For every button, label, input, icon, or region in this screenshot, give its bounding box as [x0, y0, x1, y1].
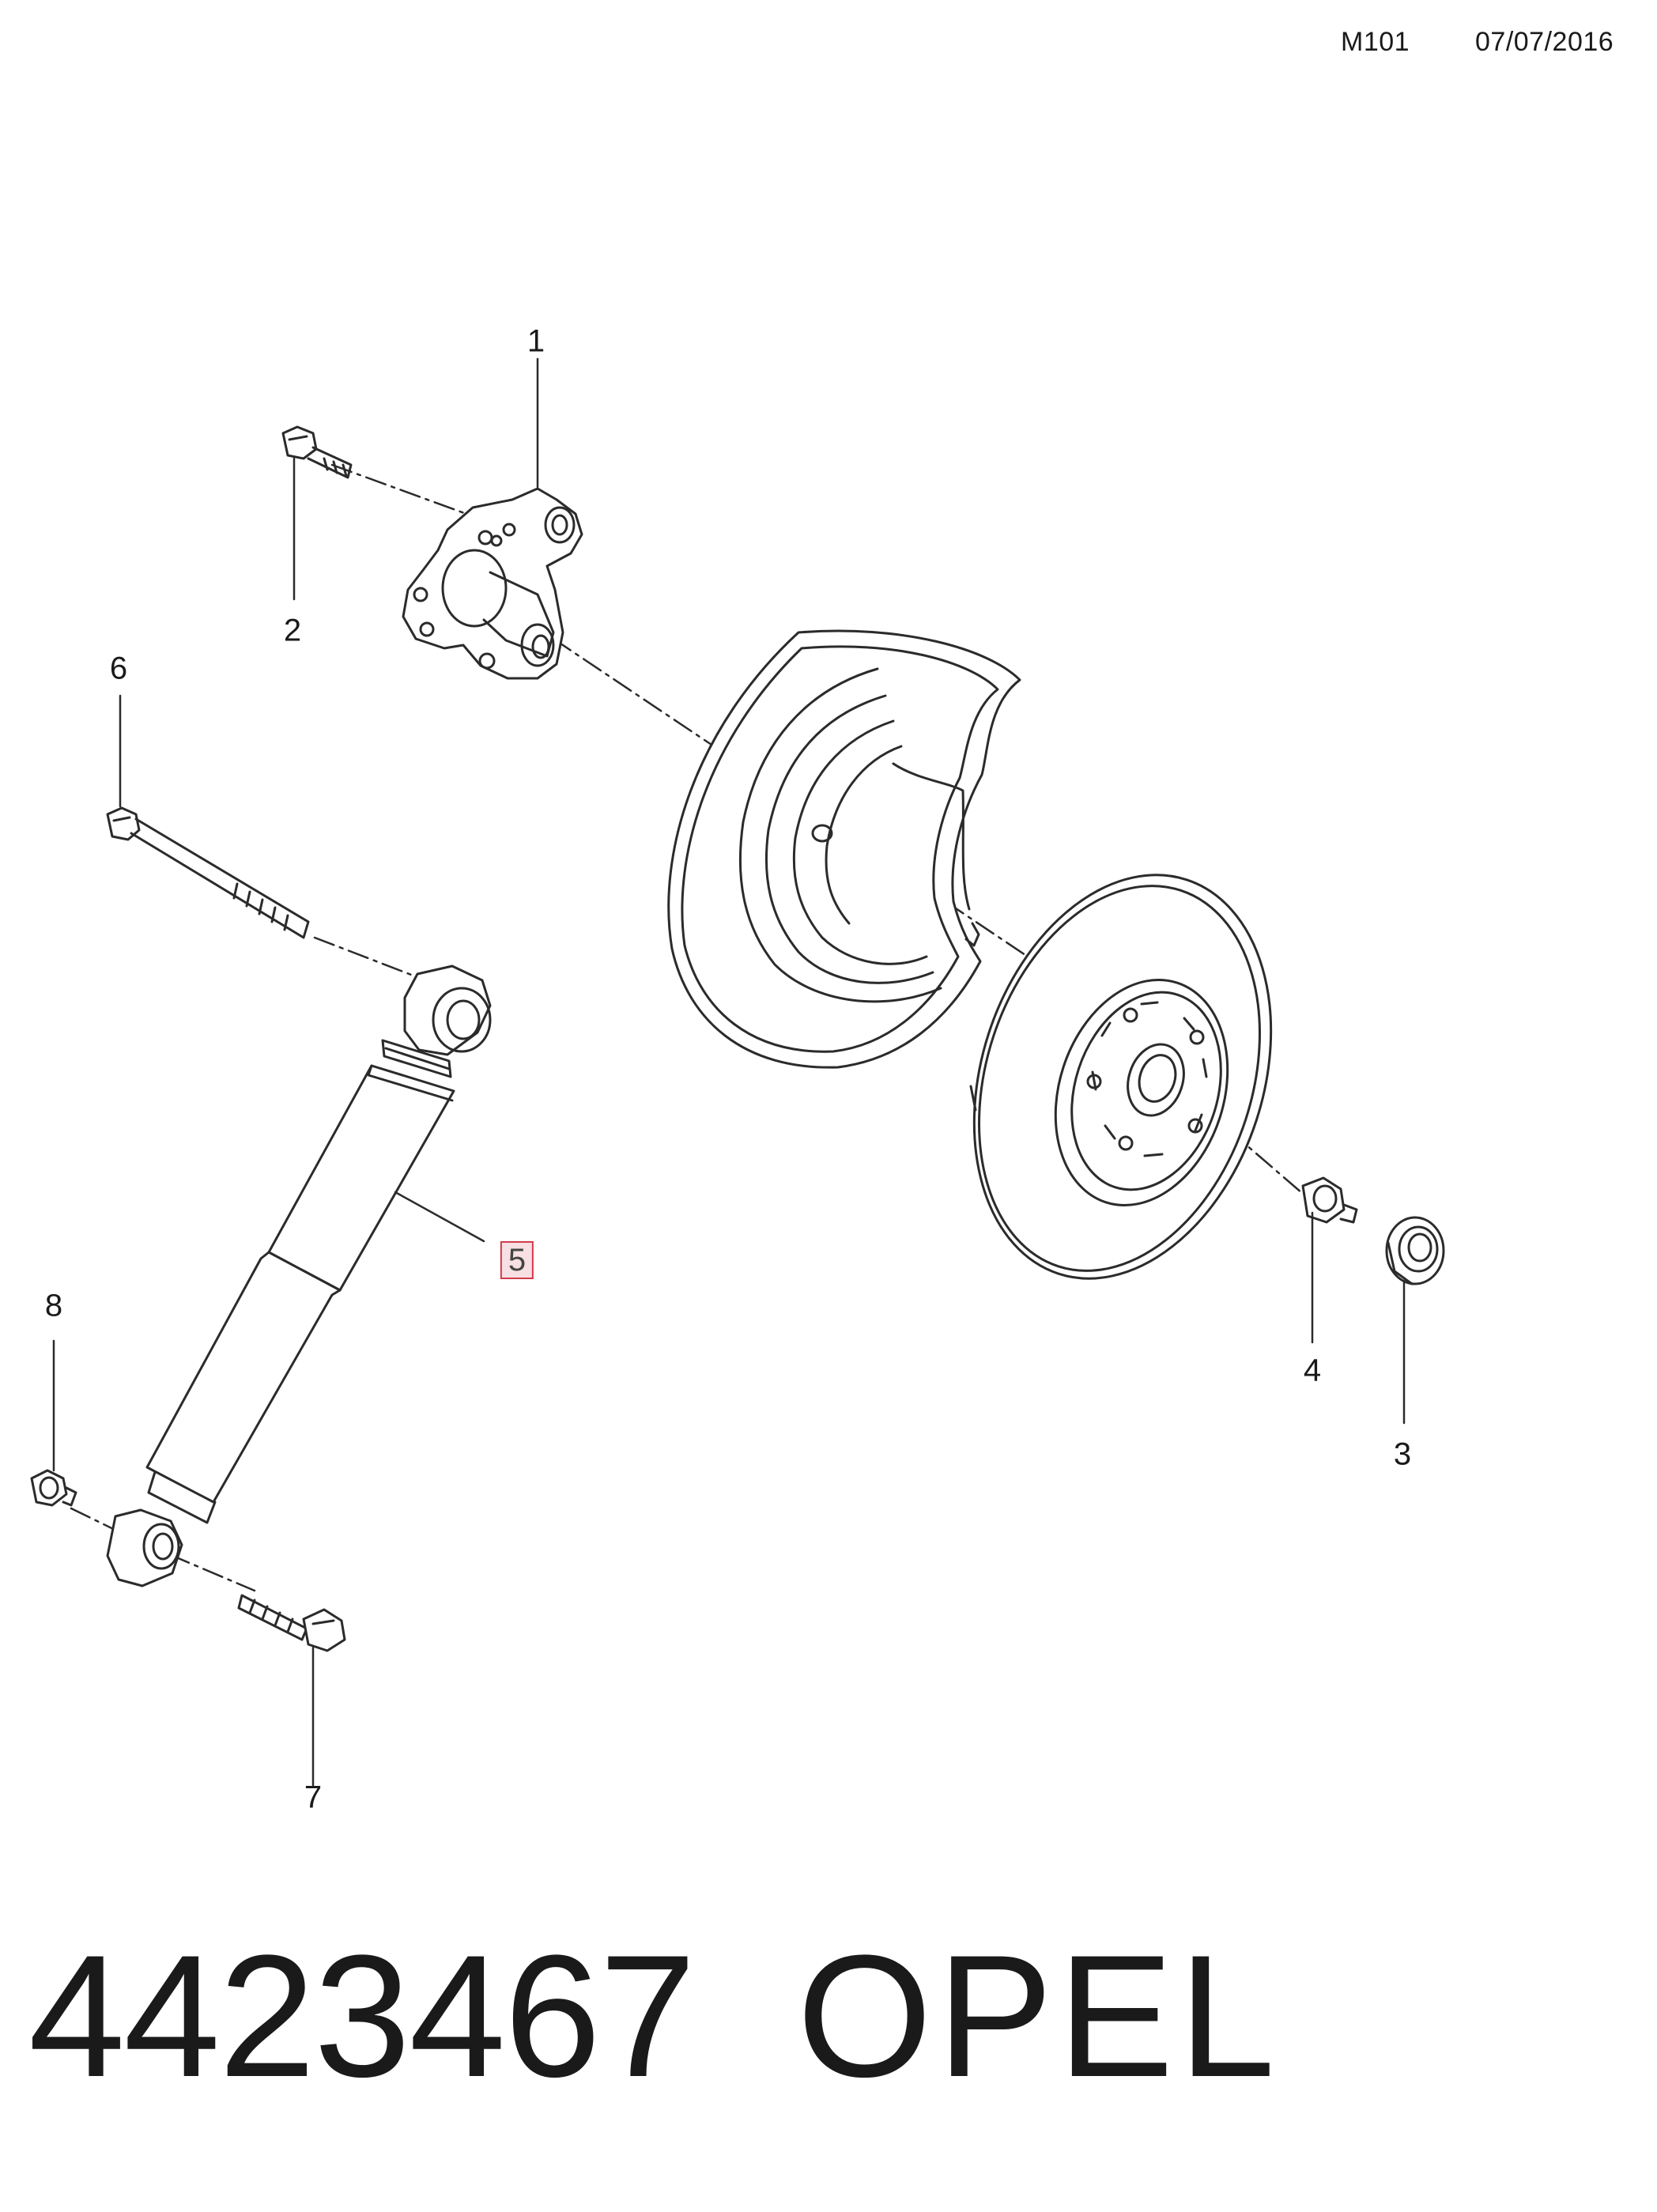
callout-7[interactable]: 7 — [304, 1780, 323, 1815]
cap-part-3 — [1385, 1216, 1445, 1285]
nut-part-4 — [1301, 1176, 1358, 1224]
callout-5-highlighted[interactable]: 5 — [500, 1241, 534, 1279]
callout-8[interactable]: 8 — [44, 1288, 63, 1323]
diagram-code: M101 — [1341, 27, 1410, 57]
exploded-parts-diagram — [30, 357, 1445, 1787]
brand-name: OPEL — [797, 1919, 1280, 2113]
callout-6[interactable]: 6 — [109, 651, 128, 686]
callout-2[interactable]: 2 — [283, 613, 302, 648]
diagram-date: 07/07/2016 — [1475, 27, 1614, 57]
callout-1[interactable]: 1 — [527, 323, 545, 359]
long-bolt-part-6 — [106, 806, 310, 939]
shock-absorber-part-5 — [106, 964, 492, 1587]
wheel-hub-carrier-part-1 — [402, 487, 583, 680]
part-number: 4423467 — [28, 1919, 696, 2113]
brake-backing-plate — [667, 629, 1021, 1069]
bolt-part-7 — [237, 1594, 346, 1652]
callout-3[interactable]: 3 — [1393, 1436, 1412, 1472]
brake-disc — [969, 874, 1273, 1280]
callout-4[interactable]: 4 — [1303, 1353, 1322, 1388]
nut-part-8 — [30, 1469, 77, 1507]
leader-lines — [52, 357, 1406, 1787]
bolt-part-2 — [281, 425, 353, 479]
